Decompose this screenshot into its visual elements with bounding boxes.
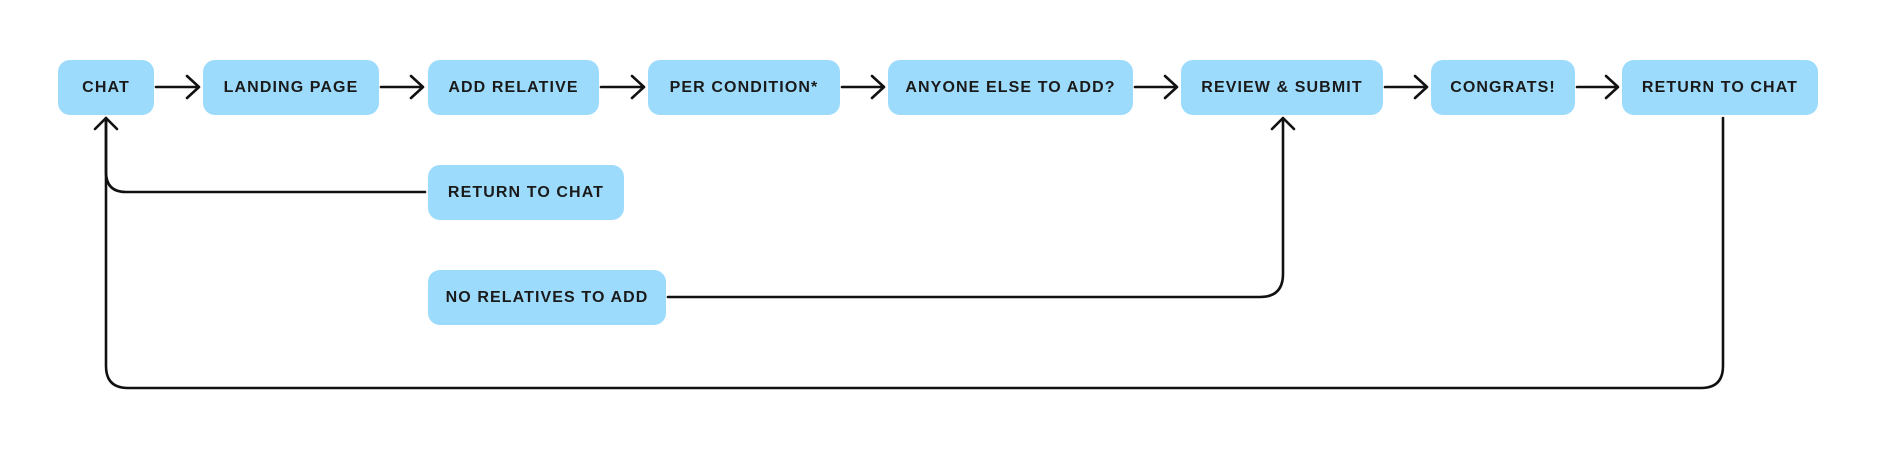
edge-per-condition-to-anyone-else [840,74,886,100]
node-congrats: CONGRATS! [1431,60,1575,115]
node-return-to-chat-branch: RETURN TO CHAT [428,165,624,220]
node-no-relatives-to-add: NO RELATIVES TO ADD [428,270,666,325]
node-per-condition: PER CONDITION* [648,60,840,115]
node-return-to-chat-end: RETURN TO CHAT [1622,60,1818,115]
edge-return-chat-end-to-chat [104,116,1725,390]
edge-congrats-to-return-chat-end [1575,74,1620,100]
node-add-relative: ADD RELATIVE [428,60,599,115]
node-chat: CHAT [58,60,154,115]
edge-review-submit-to-congrats [1383,74,1429,100]
node-review-submit: REVIEW & SUBMIT [1181,60,1383,115]
edge-return-chat-branch-to-chat [93,116,427,194]
node-anyone-else-to-add: ANYONE ELSE TO ADD? [888,60,1133,115]
edge-chat-to-landing [154,74,201,100]
edge-add-relative-to-per-condition [599,74,646,100]
edge-anyone-else-to-review-submit [1133,74,1179,100]
edge-landing-to-add-relative [379,74,425,100]
edge-no-relatives-to-review-submit [666,116,1296,299]
node-landing-page: LANDING PAGE [203,60,379,115]
